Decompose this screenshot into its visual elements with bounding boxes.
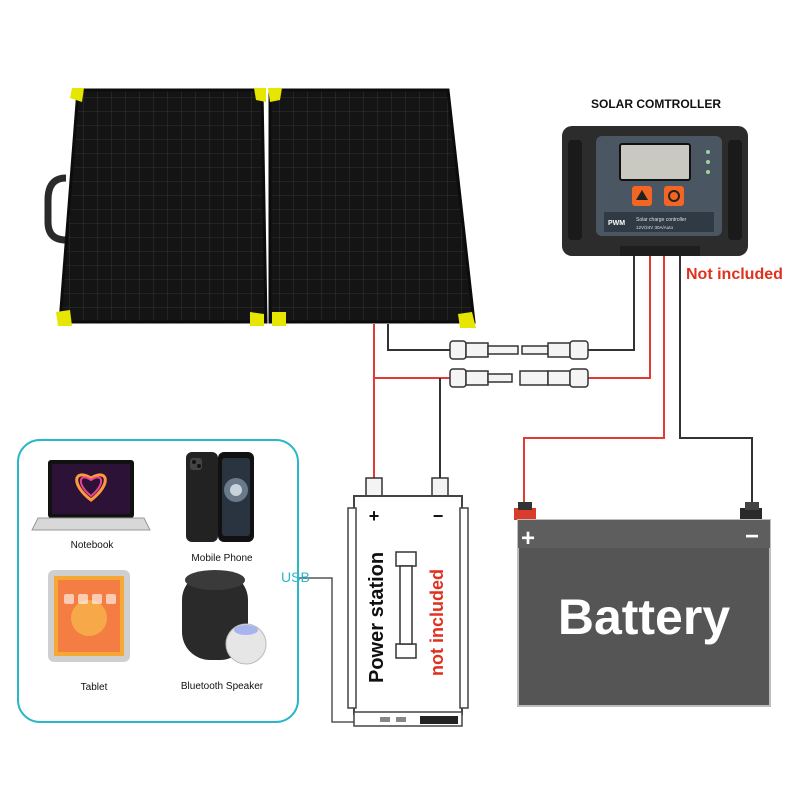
power-station: + − Power station not included bbox=[347, 477, 469, 727]
battery-plus-label: + bbox=[521, 525, 535, 552]
panel-right bbox=[268, 88, 476, 324]
bluetooth-speaker-icon bbox=[182, 570, 267, 665]
wire-ctrl-red bbox=[588, 256, 651, 379]
mc4-bottom-right bbox=[519, 368, 589, 388]
power-station-plus-label: + bbox=[369, 506, 380, 526]
mc4-top-left bbox=[449, 340, 519, 360]
panel-handle-icon bbox=[44, 174, 67, 244]
devices-panel: USB Notebook Mobile Phone bbox=[17, 439, 310, 723]
panel-corners bbox=[56, 88, 476, 328]
wire-batt-red bbox=[523, 256, 665, 508]
solar-panel bbox=[44, 88, 476, 328]
controller-lcd bbox=[619, 143, 691, 181]
mc4-top-right bbox=[521, 340, 589, 360]
controller-title: SOLAR COMTROLLER bbox=[591, 97, 721, 111]
tablet-icon bbox=[48, 570, 130, 662]
wire-ctrl-black bbox=[588, 256, 635, 351]
battery-label: Battery bbox=[558, 589, 730, 645]
notebook-icon bbox=[31, 460, 151, 531]
mc4-connectors bbox=[449, 340, 589, 388]
battery: + − Battery bbox=[514, 502, 771, 707]
mobile-phone-icon bbox=[186, 452, 254, 542]
battery-minus-label: − bbox=[745, 523, 759, 550]
power-station-label: Power station bbox=[366, 552, 388, 683]
controller-brand: PWM bbox=[608, 220, 625, 227]
controller-line2: 12V/24V 30A/Auto bbox=[636, 225, 674, 230]
controller-set-button[interactable] bbox=[664, 186, 684, 206]
wire-panel-black bbox=[387, 324, 450, 351]
device-label-notebook: Notebook bbox=[71, 540, 115, 551]
solar-controller: SOLAR COMTROLLER PWM Solar charge contro… bbox=[562, 97, 748, 256]
power-station-not-included-label: not included bbox=[427, 569, 447, 676]
not-included-controller-label: Not included bbox=[686, 266, 783, 283]
power-station-minus-label: − bbox=[433, 506, 444, 526]
panel-left bbox=[58, 88, 268, 324]
wire-batt-black bbox=[679, 256, 753, 508]
usb-label: USB bbox=[281, 569, 310, 585]
controller-line1: Solar charge controller bbox=[636, 217, 687, 223]
battery-body bbox=[517, 519, 771, 707]
device-label-tablet: Tablet bbox=[81, 682, 108, 693]
wires bbox=[298, 256, 753, 723]
device-label-bluetooth-speaker: Bluetooth Speaker bbox=[181, 681, 264, 692]
mc4-bottom-left bbox=[449, 368, 513, 388]
device-label-mobile-phone: Mobile Phone bbox=[191, 553, 253, 564]
